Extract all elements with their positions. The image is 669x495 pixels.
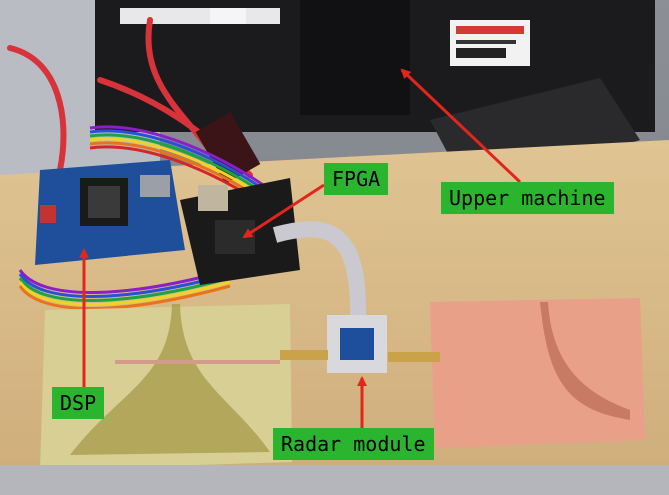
annotation-arrows <box>79 68 522 428</box>
right-antenna <box>430 298 645 448</box>
floor-strip <box>0 465 669 495</box>
dsp-board <box>35 160 185 265</box>
dsp-label: DSP <box>52 387 105 419</box>
left-antenna <box>40 304 292 470</box>
arrow-fpga <box>242 183 325 239</box>
radar-module-label: Radar module <box>273 428 434 460</box>
arrow-upper <box>400 68 522 184</box>
upper-machine-label: Upper machine <box>441 182 614 214</box>
radar-module <box>280 315 440 373</box>
grey-ribbon <box>272 221 367 321</box>
usb-dongle <box>195 112 261 184</box>
fpga-label: FPGA <box>324 163 389 195</box>
